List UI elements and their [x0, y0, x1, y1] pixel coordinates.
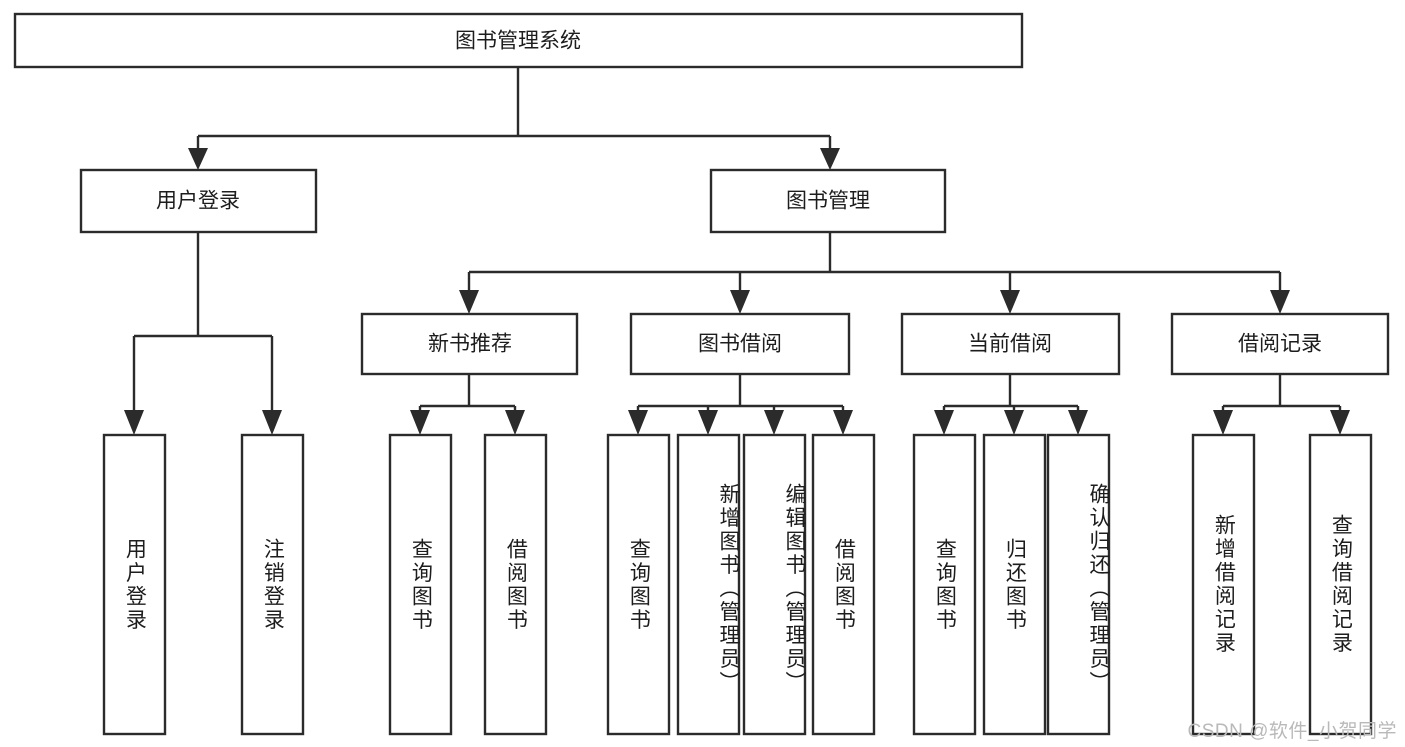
arrow-head-leaf-confirm-return — [1068, 410, 1088, 435]
node-borrow-record-label: 借阅记录 — [1238, 333, 1322, 356]
arrow-head-leaf-add-book — [698, 410, 718, 435]
node-book-management[interactable]: 图书管理 — [709, 168, 947, 234]
node-current-borrow-box[interactable] — [900, 312, 1121, 376]
node-book-borrow-box[interactable] — [629, 312, 851, 376]
leaf-label-add-record: 新增借阅记录 — [1212, 514, 1236, 655]
arrow-head-leaf-borrow-book-1 — [505, 410, 525, 435]
node-current-borrow[interactable]: 当前借阅 — [900, 312, 1121, 376]
leaf-box-borrow-book-2[interactable] — [811, 433, 876, 736]
leaf-label-logout-login: 注销登录 — [261, 537, 285, 632]
leaf-box-return-book[interactable] — [982, 433, 1047, 736]
leaf-box-add-record[interactable] — [1191, 433, 1256, 736]
arrow-head-leaf-logout-login — [262, 410, 282, 435]
node-borrow-record[interactable]: 借阅记录 — [1170, 312, 1390, 376]
leaf-label-user-login: 用户登录 — [123, 537, 147, 632]
arrow-head-leaf-edit-book — [764, 410, 784, 435]
leaf-box-edit-book[interactable] — [742, 433, 807, 736]
watermark-text: CSDN @软件_小贺同学 — [1187, 721, 1397, 742]
arrow-head-book-borrow — [730, 290, 750, 314]
node-user-login[interactable]: 用户登录 — [79, 168, 318, 234]
leaf-label-query-book-3: 查询图书 — [933, 537, 957, 632]
edge-group-current-borrow-to-leaves — [934, 374, 1088, 435]
arrow-head-current-borrow — [1000, 290, 1020, 314]
node-root-label: 图书管理系统 — [455, 30, 581, 53]
arrow-head-book-management — [820, 148, 840, 170]
arrow-head-leaf-return-book — [1004, 410, 1024, 435]
leaf-boxes-group — [102, 433, 1373, 736]
edge-group-book-borrow-to-leaves — [628, 374, 853, 435]
node-user-login-box[interactable] — [79, 168, 318, 234]
edge-group-borrow-record-to-leaves — [1213, 374, 1350, 435]
node-new-book-recommend-box[interactable] — [360, 312, 579, 376]
node-user-login-label: 用户登录 — [156, 190, 240, 213]
edge-group-root-to-level2 — [188, 67, 840, 170]
leaf-label-edit-book: 编辑图书（管理员） — [783, 482, 806, 695]
leaf-box-confirm-return[interactable] — [1046, 433, 1111, 736]
arrow-head-leaf-user-login — [124, 410, 144, 435]
leaf-label-return-book: 归还图书 — [1003, 537, 1027, 632]
leaf-label-query-book-2: 查询图书 — [627, 537, 651, 632]
leaf-box-query-book-1[interactable] — [388, 433, 453, 736]
arrow-head-user-login — [188, 148, 208, 170]
leaf-box-query-book-2[interactable] — [606, 433, 671, 736]
arrow-head-leaf-borrow-book-2 — [833, 410, 853, 435]
leaf-label-borrow-book-1: 借阅图书 — [504, 537, 528, 632]
leaf-label-query-book-1: 查询图书 — [409, 537, 433, 632]
arrow-head-new-book-recommend — [459, 290, 479, 314]
arrow-head-borrow-record — [1270, 290, 1290, 314]
node-new-book-recommend-label: 新书推荐 — [428, 333, 512, 356]
node-current-borrow-label: 当前借阅 — [968, 333, 1052, 356]
arrow-head-leaf-query-book-2 — [628, 410, 648, 435]
leaf-label-add-book: 新增图书（管理员） — [717, 482, 740, 695]
leaf-box-query-book-3[interactable] — [912, 433, 977, 736]
leaf-box-user-login[interactable] — [102, 433, 167, 736]
node-root-box[interactable] — [13, 12, 1024, 69]
node-new-book-recommend[interactable]: 新书推荐 — [360, 312, 579, 376]
arrow-head-leaf-query-book-3 — [934, 410, 954, 435]
node-book-borrow[interactable]: 图书借阅 — [629, 312, 851, 376]
leaf-box-query-record[interactable] — [1308, 433, 1373, 736]
edge-group-new-book-recommend-to-leaves — [410, 374, 525, 435]
arrow-head-leaf-query-book-1 — [410, 410, 430, 435]
node-book-management-box[interactable] — [709, 168, 947, 234]
node-book-borrow-label: 图书借阅 — [698, 333, 782, 356]
leaf-label-query-record: 查询借阅记录 — [1329, 514, 1353, 655]
edge-group-user-login-to-leaves — [124, 232, 282, 435]
leaf-box-borrow-book-1[interactable] — [483, 433, 548, 736]
leaf-label-borrow-book-2: 借阅图书 — [832, 537, 856, 632]
arrow-head-leaf-query-record — [1330, 410, 1350, 435]
leaf-label-confirm-return: 确认归还（管理员） — [1087, 482, 1110, 695]
node-borrow-record-box[interactable] — [1170, 312, 1390, 376]
leaf-box-logout-login[interactable] — [240, 433, 305, 736]
leaf-box-add-book[interactable] — [676, 433, 741, 736]
node-root[interactable]: 图书管理系统 — [13, 12, 1024, 69]
edge-group-book-management-to-level3 — [459, 232, 1290, 314]
arrow-head-leaf-add-record — [1213, 410, 1233, 435]
node-book-management-label: 图书管理 — [786, 190, 870, 213]
